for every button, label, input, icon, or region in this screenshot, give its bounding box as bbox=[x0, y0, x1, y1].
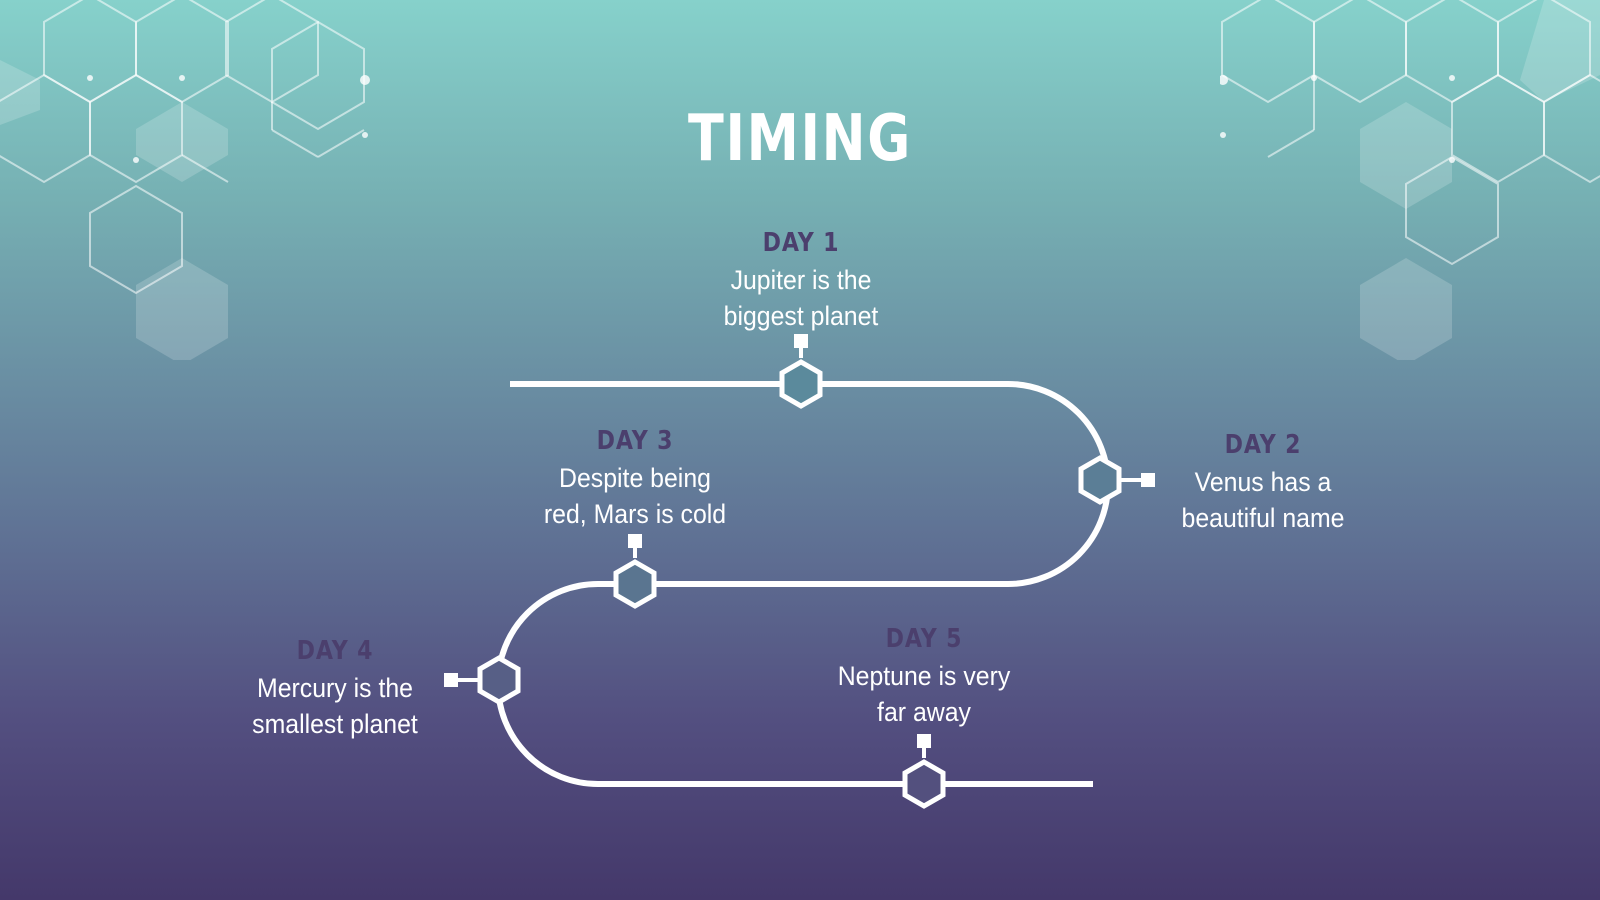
milestone-node-day-4 bbox=[444, 655, 521, 705]
milestone-description: Mercury is the smallest planet bbox=[252, 673, 418, 739]
milestone-day-label: DAY 1 bbox=[762, 228, 840, 258]
milestone-day-label: DAY 2 bbox=[1224, 430, 1302, 460]
milestone-day-4: DAY 4 Mercury is the smallest planet bbox=[185, 634, 485, 742]
slide-title: TIMING bbox=[688, 102, 912, 176]
hexagon-pattern-right bbox=[1220, 0, 1600, 360]
milestone-day-1: DAY 1 Jupiter is the biggest planet bbox=[651, 226, 951, 334]
milestone-day-label: DAY 4 bbox=[296, 636, 374, 666]
hexagon-pattern-left bbox=[0, 0, 370, 360]
milestone-day-label: DAY 3 bbox=[596, 426, 674, 456]
milestone-node-day-3 bbox=[613, 534, 657, 609]
milestone-day-2: DAY 2 Venus has a beautiful name bbox=[1113, 428, 1413, 536]
milestone-description: Despite being red, Mars is cold bbox=[543, 463, 727, 529]
milestone-description: Venus has a beautiful name bbox=[1181, 467, 1345, 533]
milestone-node-day-5 bbox=[902, 734, 946, 809]
milestone-day-3: DAY 3 Despite being red, Mars is cold bbox=[485, 424, 785, 532]
milestone-day-5: DAY 5 Neptune is very far away bbox=[774, 622, 1074, 730]
milestone-node-day-2 bbox=[1078, 455, 1155, 505]
milestone-description: Jupiter is the biggest planet bbox=[723, 265, 879, 331]
milestone-day-label: DAY 5 bbox=[885, 624, 963, 654]
milestone-description: Neptune is very far away bbox=[837, 661, 1011, 727]
milestone-node-day-1 bbox=[779, 334, 823, 409]
